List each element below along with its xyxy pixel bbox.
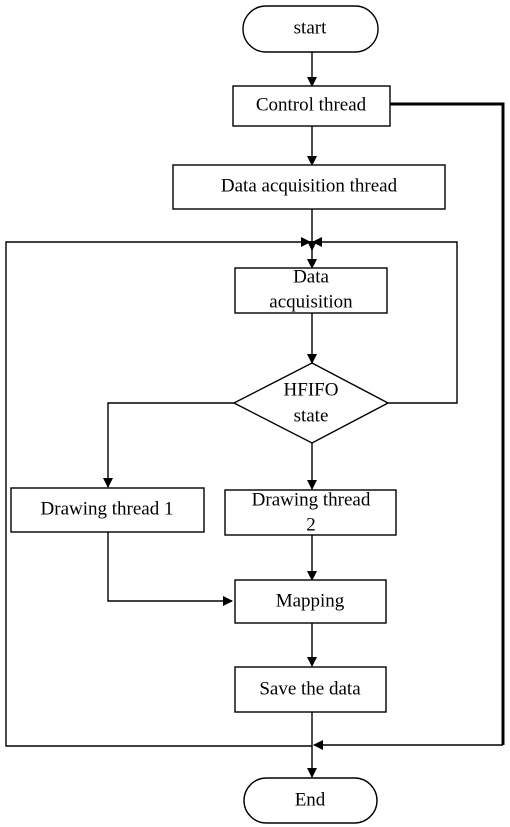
arrow-hfifo-to-drawing1 [103, 402, 234, 488]
line-control-right-bus [390, 102, 505, 745]
node-control-thread-label: Control thread [256, 94, 367, 115]
node-mapping-label: Mapping [276, 590, 345, 611]
arrow-drawing1-to-mapping [107, 532, 233, 606]
node-save-the-data: Save the data [234, 666, 387, 713]
arrow-hfifo-loop-back [312, 237, 458, 404]
node-data-acquisition: Data acquisition [234, 266, 388, 314]
node-drawing-thread-2: Drawing thread 2 [224, 489, 397, 536]
arrow-outer-left-loop [5, 237, 312, 747]
node-start-label: start [294, 17, 327, 38]
node-mapping: Mapping [234, 579, 387, 624]
node-data-acquisition-label-line1: Data [293, 266, 329, 287]
connectors [5, 52, 505, 778]
node-hfifo-state: HFIFO state [232, 362, 390, 444]
node-drawing-thread-1-label: Drawing thread 1 [41, 498, 174, 519]
node-drawing-thread-1: Drawing thread 1 [10, 487, 205, 533]
node-end: End [243, 777, 378, 824]
node-data-acquisition-thread: Data acquisition thread [172, 164, 446, 210]
node-drawing-thread-2-label-line1: Drawing thread [252, 489, 371, 510]
node-hfifo-state-label-line1: HFIFO [284, 379, 339, 400]
node-drawing-thread-2-label-line2: 2 [306, 514, 316, 535]
node-hfifo-state-label-line2: state [294, 405, 329, 426]
node-data-acquisition-thread-label: Data acquisition thread [221, 175, 398, 196]
node-save-the-data-label: Save the data [259, 678, 361, 699]
node-data-acquisition-label-line2: acquisition [269, 291, 353, 312]
node-start: start [242, 5, 379, 53]
node-end-label: End [295, 789, 326, 810]
node-control-thread: Control thread [232, 85, 391, 127]
